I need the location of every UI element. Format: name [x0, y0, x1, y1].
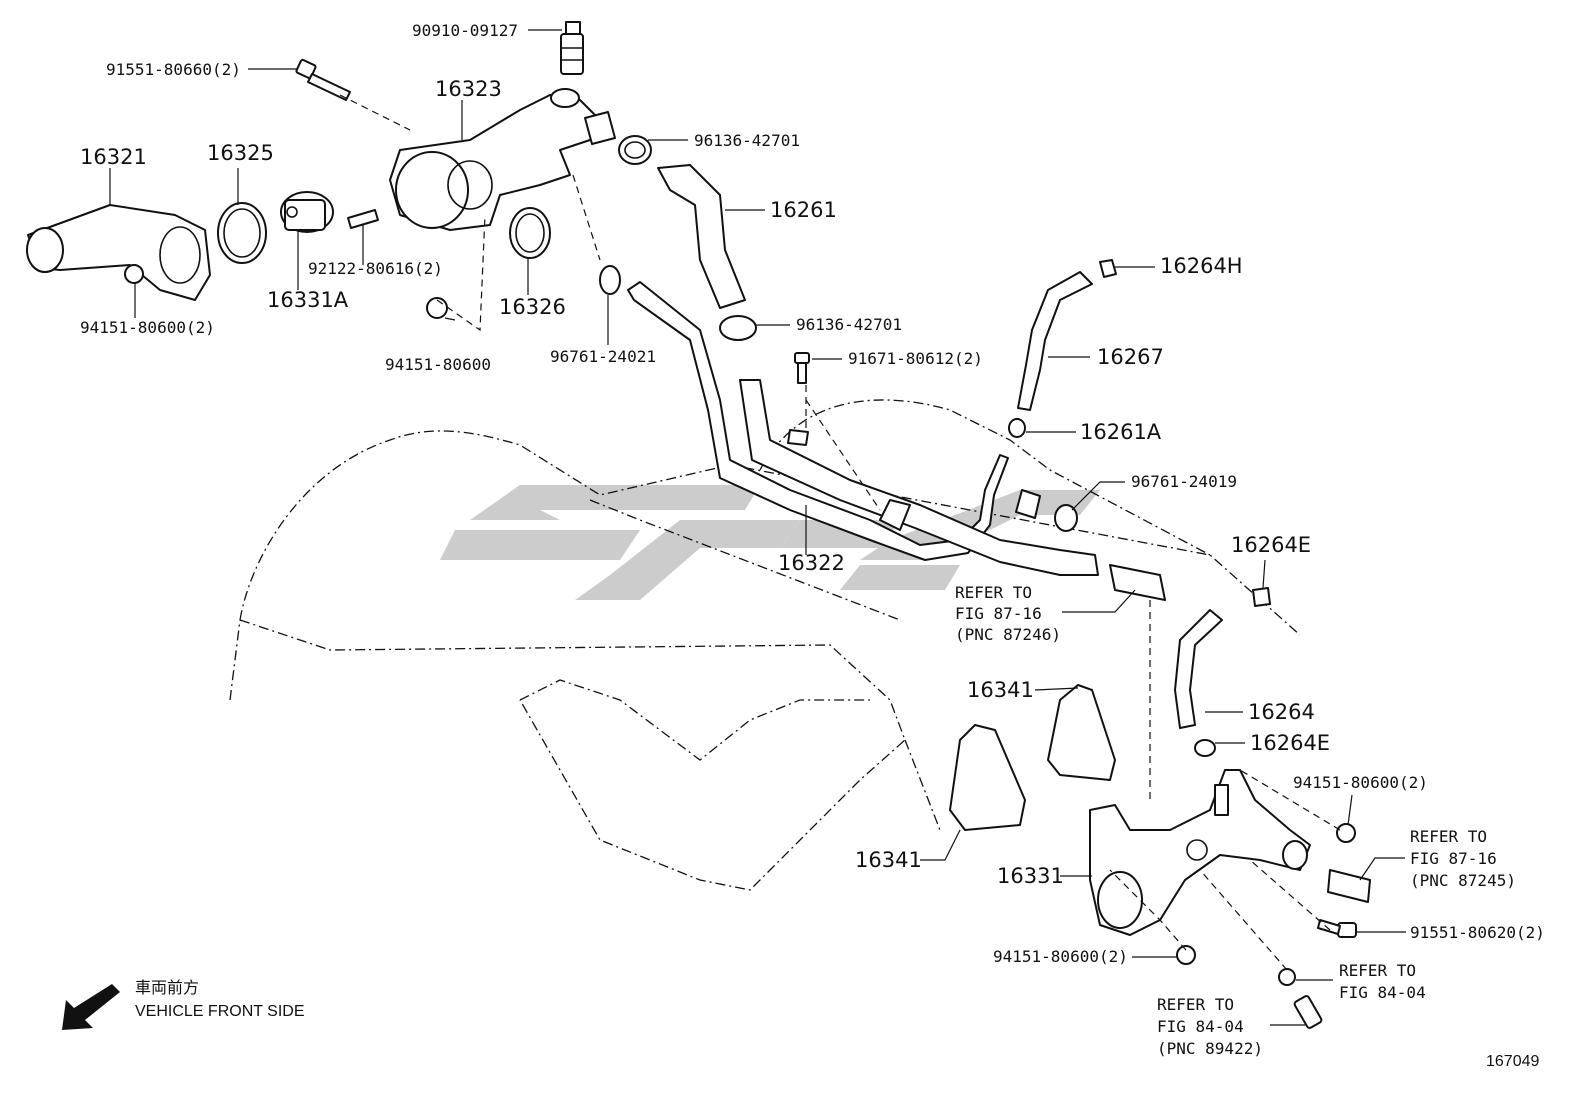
nut-94151-b	[426, 297, 448, 319]
bracket-2	[787, 429, 809, 446]
label-90910-09127: 90910-09127	[412, 21, 518, 40]
label-96761-24021: 96761-24021	[550, 347, 656, 366]
water-outlet-16323	[389, 88, 616, 231]
refer-87246-line1: REFER TO	[955, 583, 1032, 602]
clip-16264E-b	[1194, 739, 1216, 757]
nut-94151-d	[1176, 945, 1196, 965]
label-16321: 16321	[80, 145, 147, 169]
bolt-91671	[794, 352, 810, 384]
thermostat-16331A	[280, 191, 334, 233]
label-96761-24019: 96761-24019	[1131, 472, 1237, 491]
water-inlet-16331	[1089, 769, 1311, 936]
label-94151-80600-b: 94151-80600	[385, 355, 491, 374]
pipe-end-16322	[1015, 489, 1041, 519]
label-16264: 16264	[1248, 700, 1315, 724]
direction-japanese: 車両前方	[135, 979, 199, 997]
label-16341-b: 16341	[855, 848, 922, 872]
refer-87245-line3: (PNC 87245)	[1410, 871, 1516, 890]
refer-87246-line3: (PNC 87246)	[955, 625, 1061, 644]
guide-lines	[339, 94, 1341, 971]
refer-87245-line2: FIG 87-16	[1410, 849, 1497, 868]
label-94151-80600-d: 94151-80600(2)	[993, 947, 1128, 966]
label-16264H: 16264H	[1160, 254, 1243, 278]
leader-lines	[109, 29, 1406, 1026]
gasket-16325-inner	[223, 208, 261, 258]
sensor-89422	[1293, 995, 1323, 1029]
refer-89422-line2: FIG 84-04	[1157, 1017, 1244, 1036]
bolt-91551-80620	[1317, 919, 1357, 938]
gasket-16341-b	[949, 724, 1026, 831]
label-16331A: 16331A	[267, 288, 349, 312]
refer-note-84-04: REFER TO FIG 84-04	[1339, 961, 1426, 1002]
sensor-90910	[560, 21, 584, 75]
label-94151-80600-c: 94151-80600(2)	[1293, 773, 1428, 792]
gasket-16326-inner	[515, 213, 545, 253]
label-96136-42701-a: 96136-42701	[694, 131, 800, 150]
bolt-91551-80660	[295, 58, 351, 101]
label-16264E-b: 16264E	[1250, 731, 1330, 755]
washer-84-04	[1278, 968, 1296, 986]
arrow-down-left-icon	[62, 984, 120, 1030]
label-91551-80620: 91551-80620(2)	[1410, 923, 1545, 942]
label-94151-80600-a: 94151-80600(2)	[80, 318, 215, 337]
hose-ref-87246	[1109, 564, 1166, 601]
direction-english: VEHICLE FRONT SIDE	[135, 1003, 305, 1020]
label-91551-80660: 91551-80660(2)	[106, 60, 241, 79]
label-16261A: 16261A	[1080, 420, 1162, 444]
gasket-16325	[217, 202, 267, 264]
figure-number: 167049	[1486, 1053, 1539, 1070]
refer-note-87245: REFER TO FIG 87-16 (PNC 87245)	[1410, 827, 1516, 890]
label-92122-80616: 92122-80616(2)	[308, 259, 443, 278]
refer-84-04-line2: FIG 84-04	[1339, 983, 1426, 1002]
water-inlet-16321	[26, 204, 211, 301]
label-16261: 16261	[770, 198, 837, 222]
label-16267: 16267	[1097, 345, 1164, 369]
label-16323: 16323	[435, 77, 502, 101]
label-96136-42701-b: 96136-42701	[796, 315, 902, 334]
label-16331: 16331	[997, 864, 1064, 888]
clamp-96136-mid	[719, 315, 757, 341]
oring-96761-24019	[1054, 504, 1078, 532]
refer-89422-line1: REFER TO	[1157, 995, 1234, 1014]
nut-94151-a	[124, 264, 144, 284]
label-16326: 16326	[499, 295, 566, 319]
label-16325: 16325	[207, 141, 274, 165]
gasket-16341-a	[1047, 684, 1116, 781]
nut-94151-c	[1336, 823, 1356, 843]
hose-16264	[1174, 609, 1223, 729]
engine-outline	[229, 399, 1301, 891]
label-91671-80612: 91671-80612(2)	[848, 349, 983, 368]
label-16341-a: 16341	[967, 678, 1034, 702]
clip-16261A	[1008, 418, 1026, 438]
refer-89422-line3: (PNC 89422)	[1157, 1039, 1263, 1058]
clamp-96136-top	[618, 135, 652, 165]
label-16264E-a: 16264E	[1231, 533, 1311, 557]
refer-note-89422: REFER TO FIG 84-04 (PNC 89422)	[1157, 995, 1263, 1058]
hose-ref-87245	[1327, 869, 1371, 903]
refer-84-04-line1: REFER TO	[1339, 961, 1416, 980]
refer-87245-line1: REFER TO	[1410, 827, 1487, 846]
refer-87246-line2: FIG 87-16	[955, 604, 1042, 623]
hose-16267	[1017, 271, 1093, 411]
label-16322: 16322	[778, 551, 845, 575]
refer-note-87246: REFER TO FIG 87-16 (PNC 87246)	[955, 583, 1061, 644]
hose-16261	[657, 164, 746, 309]
pipe-16322-lower	[739, 379, 1099, 576]
bracket	[879, 499, 911, 531]
clip-16264E-a	[1252, 587, 1271, 607]
clip-16264H	[1099, 259, 1117, 278]
stud-92122	[347, 209, 379, 229]
oring-96761-24021	[599, 265, 621, 295]
